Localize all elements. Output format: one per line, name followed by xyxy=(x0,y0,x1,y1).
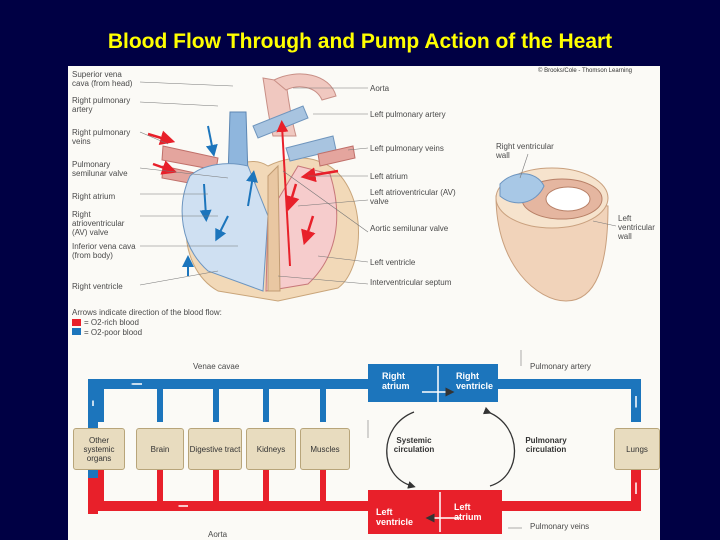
organ-box-other: Other systemic organs xyxy=(73,428,125,470)
label-right-pulmonary-artery: Right pulmonary artery xyxy=(72,96,131,114)
organ-box-muscles: Muscles xyxy=(300,428,350,470)
organ-box-kidneys: Kidneys xyxy=(246,428,296,470)
label-left-pulmonary-veins: Left pulmonary veins xyxy=(370,144,444,153)
organ-box-digestive-tract: Digestive tract xyxy=(188,428,242,470)
ventricle-cross-section xyxy=(495,153,617,302)
label-right-ventricle: Right ventricle xyxy=(72,282,123,291)
label-aorta: Aorta xyxy=(370,84,390,93)
label-left-pulmonary-artery: Left pulmonary artery xyxy=(370,110,446,119)
chamber-right-atrium: Right atrium xyxy=(382,371,410,391)
diagram-panel: © Brooks/Cole - Thomson Learning Superio… xyxy=(68,66,660,540)
chamber-left-ventricle: Left ventricle xyxy=(376,507,414,527)
organ-box-brain: Brain xyxy=(136,428,184,470)
label-inferior-vena-cava: Inferior vena cava (from body) xyxy=(72,242,136,260)
label-right-ventricular-wall: Right ventricular wall xyxy=(496,142,554,160)
label-aorta-circuit: Aorta xyxy=(208,530,228,539)
label-interventricular-septum: Interventricular septum xyxy=(370,278,452,287)
heart-illustration xyxy=(147,73,359,302)
label-left-atrium: Left atrium xyxy=(370,172,408,181)
slide-title: Blood Flow Through and Pump Action of th… xyxy=(107,30,613,53)
chamber-right-ventricle: Right ventricle xyxy=(456,371,494,391)
label-left-ventricular-wall: Left ventricular wall xyxy=(618,214,655,241)
copyright-note: © Brooks/Cole - Thomson Learning xyxy=(538,68,633,74)
organ-box-lungs: Lungs xyxy=(614,428,660,470)
label-aortic-semilunar-valve: Aortic semilunar valve xyxy=(370,224,449,233)
label-right-atrium: Right atrium xyxy=(72,192,116,201)
legend-title: Arrows indicate direction of the blood f… xyxy=(72,308,222,317)
label-leaders xyxy=(139,81,369,286)
chamber-left-atrium: Left atrium xyxy=(454,502,482,522)
label-right-pulmonary-veins: Right pulmonary veins xyxy=(72,128,131,146)
label-left-ventricle: Left ventricle xyxy=(370,258,416,267)
legend-rich-swatch xyxy=(72,319,81,326)
label-venae-cavae: Venae cavae xyxy=(193,362,240,371)
circulation-circuit xyxy=(88,350,641,534)
label-systemic-circulation: Systemic circulation xyxy=(393,436,435,454)
label-superior-vena-cava: Superior vena cava (from head) xyxy=(72,70,133,88)
legend-rich-label: = O2-rich blood xyxy=(84,318,139,327)
legend-poor-swatch xyxy=(72,328,81,335)
diagram-graphics xyxy=(72,73,641,534)
legend-poor-label: = O2-poor blood xyxy=(84,328,143,337)
label-left-av-valve: Left atrioventricular (AV) valve xyxy=(370,188,456,206)
label-pulmonary-semilunar-valve: Pulmonary semilunar valve xyxy=(72,160,128,178)
label-pulmonary-artery: Pulmonary artery xyxy=(530,362,591,371)
label-pulmonary-veins: Pulmonary veins xyxy=(530,522,590,531)
label-right-av-valve: Right atrioventricular (AV) valve xyxy=(72,210,125,237)
label-pulmonary-circulation: Pulmonary circulation xyxy=(525,436,567,454)
